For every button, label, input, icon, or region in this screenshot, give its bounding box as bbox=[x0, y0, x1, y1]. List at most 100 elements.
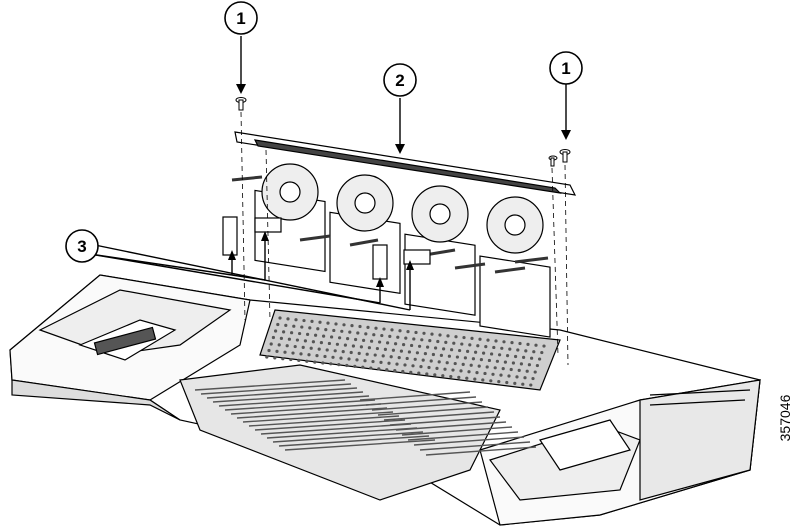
vent-hole bbox=[350, 324, 354, 328]
vent-hole bbox=[389, 355, 393, 359]
vent-hole bbox=[446, 334, 450, 338]
vent-hole bbox=[279, 336, 283, 340]
vent-hole bbox=[295, 338, 299, 342]
vent-hole bbox=[527, 363, 532, 367]
vent-hole bbox=[386, 341, 390, 345]
vent-hole bbox=[433, 373, 437, 377]
vent-hole bbox=[367, 346, 371, 350]
vent-hole bbox=[473, 377, 477, 381]
vent-hole bbox=[468, 343, 472, 347]
vent-hole bbox=[498, 353, 502, 357]
vent-hole bbox=[484, 345, 488, 349]
vent-hole bbox=[310, 319, 314, 323]
vent-hole bbox=[314, 333, 318, 337]
vent-hole bbox=[461, 362, 465, 366]
vent-hole bbox=[398, 329, 402, 333]
vent-hole bbox=[445, 361, 449, 365]
vent-hole bbox=[357, 351, 361, 355]
vent-hole bbox=[521, 382, 525, 386]
vent-hole bbox=[508, 347, 512, 351]
vent-hole bbox=[356, 331, 360, 335]
vent-hole bbox=[454, 335, 458, 339]
vent-hole bbox=[486, 338, 490, 342]
vent-hole bbox=[494, 339, 498, 343]
vent-hole bbox=[431, 352, 435, 357]
heatsink-fin bbox=[371, 401, 483, 411]
vent-hole bbox=[439, 353, 443, 357]
vent-hole bbox=[364, 332, 368, 336]
vent-hole bbox=[365, 352, 369, 356]
vent-hole bbox=[471, 357, 475, 361]
vent-grill bbox=[265, 316, 546, 387]
heatsink-fins bbox=[194, 379, 537, 456]
vent-hole bbox=[503, 360, 507, 364]
vent-hole bbox=[284, 323, 288, 327]
heatsink-fin bbox=[260, 423, 412, 435]
heatsink-fin bbox=[236, 407, 388, 419]
vent-hole bbox=[457, 375, 461, 379]
vent-hole bbox=[533, 370, 537, 374]
vent-hole bbox=[305, 359, 309, 363]
vent-hole bbox=[349, 350, 353, 355]
heatsink-fin bbox=[389, 416, 501, 426]
heatsink-fin bbox=[419, 441, 531, 451]
vent-hole bbox=[510, 341, 514, 345]
vent-hole bbox=[511, 361, 515, 365]
vent-hole bbox=[410, 343, 414, 348]
vent-hole bbox=[318, 320, 322, 324]
vent-hole bbox=[281, 357, 285, 361]
vent-hole bbox=[283, 350, 287, 354]
vent-hole bbox=[303, 339, 307, 343]
vent-hole bbox=[462, 335, 466, 340]
vent-hole bbox=[366, 325, 370, 329]
vent-hole bbox=[347, 357, 351, 361]
vent-hole bbox=[289, 357, 293, 362]
heatsink-fin bbox=[218, 395, 370, 407]
vent-hole bbox=[341, 350, 345, 354]
vent-hole bbox=[363, 359, 367, 363]
vent-hole bbox=[385, 368, 389, 372]
vent-hole bbox=[444, 340, 448, 344]
vent-hole bbox=[402, 343, 406, 347]
heatsink-fin bbox=[248, 415, 400, 427]
vent-hole bbox=[359, 345, 363, 349]
vent-hole bbox=[485, 365, 489, 369]
vent-hole bbox=[483, 371, 487, 376]
vent-hole bbox=[487, 358, 491, 363]
vent-hole bbox=[427, 365, 431, 370]
heatsink-fin bbox=[278, 435, 430, 447]
vent-hole bbox=[395, 362, 399, 366]
vent-hole bbox=[371, 359, 375, 364]
screw-right bbox=[548, 149, 571, 167]
vent-hole bbox=[522, 355, 526, 359]
vent-hole bbox=[540, 350, 544, 355]
callout-1-right-label: 1 bbox=[561, 59, 570, 78]
vent-hole bbox=[490, 352, 494, 356]
vent-hole bbox=[519, 362, 524, 366]
vent-hole bbox=[502, 340, 506, 344]
vent-hole bbox=[277, 343, 281, 347]
callout-3-label: 3 bbox=[77, 237, 86, 256]
vent-hole bbox=[322, 334, 326, 338]
vent-hole bbox=[430, 332, 434, 336]
vent-hole bbox=[414, 330, 418, 335]
vent-hole bbox=[478, 337, 482, 341]
vent-hole bbox=[331, 355, 335, 359]
vent-hole bbox=[532, 350, 536, 354]
callout-2: 2 bbox=[383, 63, 417, 97]
vent-hole bbox=[294, 318, 298, 322]
vent-hole bbox=[377, 367, 381, 371]
vent-hole bbox=[493, 366, 497, 370]
vent-hole bbox=[323, 354, 327, 359]
vent-hole bbox=[282, 330, 286, 334]
vent-hole bbox=[453, 361, 457, 366]
vent-hole bbox=[465, 376, 469, 380]
vent-hole bbox=[325, 348, 329, 352]
vent-hole bbox=[452, 341, 456, 345]
vent-hole bbox=[375, 346, 379, 351]
vent-hole bbox=[302, 318, 306, 323]
vent-hole bbox=[526, 342, 530, 346]
vent-hole bbox=[412, 337, 416, 341]
arrowheads bbox=[228, 84, 571, 287]
vent-hole bbox=[334, 322, 338, 326]
